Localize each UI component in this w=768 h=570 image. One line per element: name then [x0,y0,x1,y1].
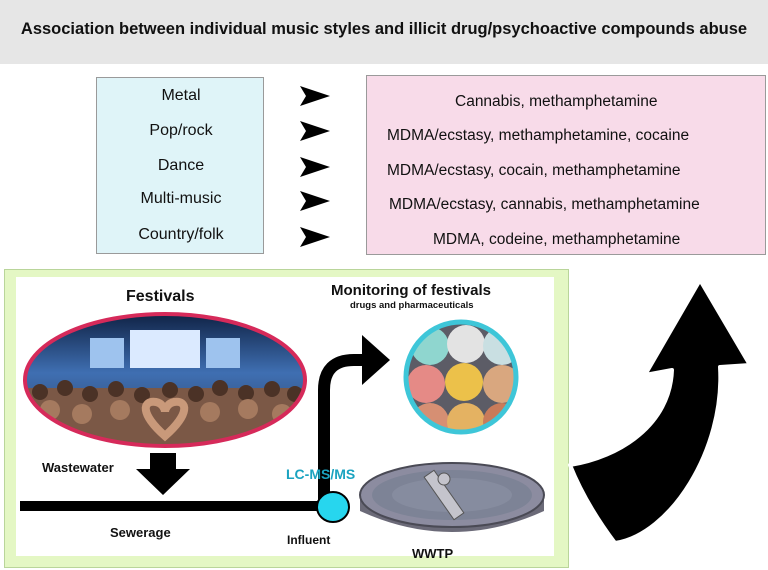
arrow-icon-country-folk [300,227,330,247]
title-bar [0,0,768,64]
arrow-icon-pop-rock [300,121,330,141]
festival-crowd-image [23,312,307,448]
drugs-label-metal: Cannabis, methamphetamine [455,93,658,110]
drugs-label-dance: MDMA/ecstasy, cocain, methamphetamine [387,162,681,179]
drugs-label-multi-music: MDMA/ecstasy, cannabis, methamphetamine [389,196,700,213]
wastewater-label: Wastewater [42,460,114,475]
wwtp-tank-image [359,462,545,532]
curved-return-arrow-icon [568,278,752,545]
sewerage-pipe [20,501,322,511]
drugs-label-pop-rock: MDMA/ecstasy, methamphetamine, cocaine [387,127,690,144]
sewerage-label: Sewerage [110,525,171,540]
style-label-metal: Metal [161,87,201,104]
influent-label: Influent [287,533,331,547]
influent-node [316,491,350,523]
style-label-pop-rock: Pop/rock [149,122,213,139]
festivals-label: Festivals [126,288,195,305]
drugs-label-country-folk: MDMA, codeine, methamphetamine [433,231,681,248]
arrow-icon-dance [300,157,330,177]
arrow-icon-multi-music [300,191,330,211]
monitoring-flow-arrow [318,335,390,505]
down-arrow-icon [136,453,190,495]
monitoring-subtitle: drugs and pharmaceuticals [350,300,474,311]
lc-ms-ms-label: LC-MS/MS [286,466,356,482]
music-styles-box: Metal Pop/rock Dance Multi-music Country… [96,77,264,254]
style-label-country-folk: Country/folk [138,226,224,243]
pills-image [403,319,519,435]
drugs-box: Cannabis, methamphetamine MDMA/ecstasy, … [366,75,766,255]
monitoring-title: Monitoring of festivals [331,282,492,299]
style-label-dance: Dance [157,157,205,174]
style-label-multi-music: Multi-music [140,190,222,207]
page-title: Association between individual music sty… [20,20,748,38]
wwtp-label: WWTP [412,546,454,561]
arrow-icon-metal [300,86,330,106]
